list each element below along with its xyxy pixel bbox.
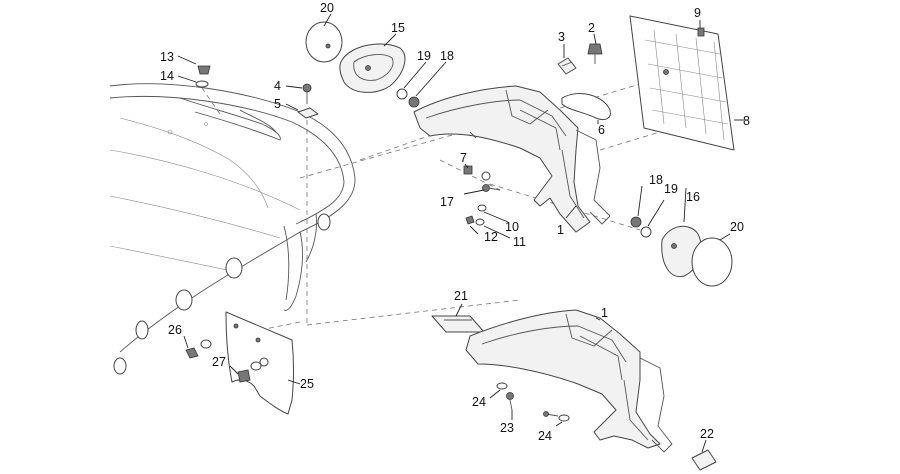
- callout-2: 2: [588, 21, 595, 35]
- nut-26: [185, 339, 212, 359]
- taillight-lens-20-right: [691, 237, 733, 287]
- bulb-holder-19-top: [396, 88, 408, 100]
- callout-6: 6: [598, 123, 605, 137]
- callout-1-upper: 1: [557, 223, 564, 237]
- callout-20-right: 20: [730, 220, 744, 234]
- callout-9: 9: [694, 6, 701, 20]
- callout-26: 26: [168, 323, 182, 337]
- nut-27: [237, 361, 262, 383]
- callout-15: 15: [391, 21, 405, 35]
- screw-7b: [463, 165, 473, 175]
- washer-24b: [558, 414, 570, 422]
- callout-25: 25: [300, 377, 314, 391]
- screw-9: [697, 27, 705, 37]
- washer-11: [475, 218, 485, 226]
- license-bracket-1-lower: [465, 309, 673, 453]
- nut-7: [481, 171, 491, 181]
- bulb-holder-19-right: [640, 226, 652, 238]
- callout-labels: 20 15 13 14 4 5 19 18 3 2 9 8 6 7 17 10 …: [160, 1, 750, 443]
- callout-22: 22: [700, 427, 714, 441]
- callout-23: 23: [500, 421, 514, 435]
- assembly-dash-lines: [201, 77, 701, 331]
- callout-21: 21: [454, 289, 468, 303]
- callout-12: 12: [484, 230, 498, 244]
- rear-body-panel: [109, 83, 356, 375]
- screw-17: [482, 184, 501, 192]
- callout-14: 14: [160, 69, 174, 83]
- license-bracket-1-upper: [413, 85, 611, 233]
- washer-24a: [496, 382, 508, 390]
- callout-17: 17: [440, 195, 454, 209]
- screw-13: [197, 65, 211, 75]
- callout-20-top: 20: [320, 1, 334, 15]
- screw-4: [302, 83, 312, 104]
- callout-13: 13: [160, 50, 174, 64]
- license-plate-backing-8: [629, 15, 735, 151]
- rubber-stopper-22: [691, 449, 717, 471]
- callout-24-right: 24: [538, 429, 552, 443]
- washer-14: [195, 80, 209, 88]
- callout-27: 27: [212, 355, 226, 369]
- bulb-18-top: [408, 96, 420, 108]
- clip-nut-3: [557, 57, 577, 75]
- callout-7: 7: [460, 151, 467, 165]
- bulb-18-right: [630, 216, 642, 228]
- callout-10: 10: [505, 220, 519, 234]
- callout-18-right: 18: [649, 173, 663, 187]
- callout-19-top: 19: [417, 49, 431, 63]
- callout-5: 5: [274, 97, 281, 111]
- nut-5: [297, 107, 319, 119]
- rubber-strip-6: [561, 93, 611, 121]
- washer-10: [477, 204, 487, 212]
- callout-11: 11: [513, 235, 526, 249]
- callout-4: 4: [274, 79, 281, 93]
- screw-23b: [543, 411, 559, 417]
- callout-3: 3: [558, 30, 565, 44]
- screw-23: [506, 392, 514, 411]
- taillight-lens-20: [305, 21, 343, 63]
- screw-2: [587, 43, 603, 64]
- callout-24-left: 24: [472, 395, 486, 409]
- reflector-housing-15: [339, 43, 406, 93]
- callout-1-lower: 1: [601, 306, 608, 320]
- screw-12: [465, 215, 475, 225]
- callout-8: 8: [743, 114, 750, 128]
- callout-18-top: 18: [440, 49, 454, 63]
- callout-19-right: 19: [664, 182, 678, 196]
- callout-leaders: [177, 13, 744, 453]
- reflector-plate-21: [431, 315, 485, 333]
- callout-16: 16: [686, 190, 700, 204]
